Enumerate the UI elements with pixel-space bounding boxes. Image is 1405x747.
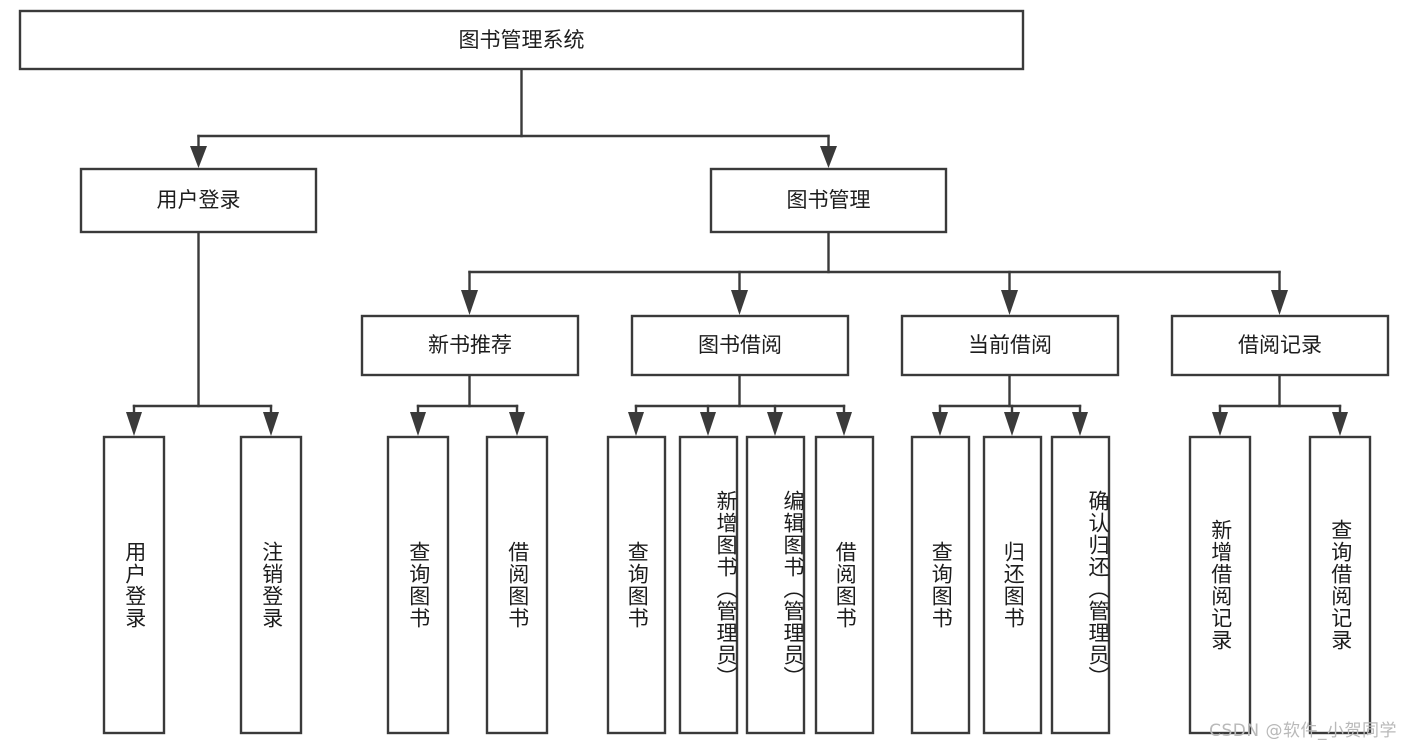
leaf-edit-book-rect[interactable] <box>745 435 806 735</box>
arrow-head-leaf-user-login <box>126 412 142 436</box>
node-new-book-recommend[interactable]: 新书推荐 <box>360 314 580 377</box>
arrow-head-leaf-add-record <box>1212 412 1228 436</box>
connector-group-borrow-record-to-leaves <box>1212 373 1348 436</box>
leaf-query-book-2-rect[interactable] <box>606 435 667 735</box>
arrow-head-borrow-record <box>1271 290 1288 315</box>
arrow-head-book-manage <box>820 146 837 168</box>
arrow-head-current-borrow <box>1001 290 1018 315</box>
leaf-borrow-book-2-rect[interactable] <box>814 435 875 735</box>
arrow-head-new-book-recommend <box>461 290 478 315</box>
node-new-book-recommend-rect[interactable] <box>360 314 580 377</box>
connector-group-book-borrow-to-leaves <box>628 373 852 436</box>
node-current-borrow[interactable]: 当前借阅 <box>900 314 1120 377</box>
node-book-manage-label: 图书管理 <box>787 188 871 212</box>
node-new-book-recommend-label: 新书推荐 <box>428 333 512 357</box>
leaf-query-book-3-rect[interactable] <box>910 435 971 735</box>
arrow-head-leaf-query-book-3 <box>932 412 948 436</box>
node-borrow-record-rect[interactable] <box>1170 314 1390 377</box>
arrow-head-leaf-confirm-return <box>1072 412 1088 436</box>
arrow-head-leaf-borrow-book-1 <box>509 412 525 436</box>
connector-group-current-borrow-to-leaves <box>932 373 1088 436</box>
node-current-borrow-label: 当前借阅 <box>968 333 1052 357</box>
leaf-query-book-1-rect[interactable] <box>386 435 450 735</box>
leaf-borrow-book-1-rect[interactable] <box>485 435 549 735</box>
node-current-borrow-rect[interactable] <box>900 314 1120 377</box>
leaf-add-book-rect[interactable] <box>678 435 739 735</box>
arrow-head-leaf-add-book <box>700 412 716 436</box>
node-book-manage-rect[interactable] <box>709 167 948 234</box>
leaf-boxes <box>102 435 1372 735</box>
node-user-login[interactable]: 用户登录 <box>79 167 318 234</box>
leaf-user-login-rect[interactable] <box>102 435 166 735</box>
arrow-head-user-login <box>190 146 207 168</box>
arrow-head-leaf-query-record <box>1332 412 1348 436</box>
arrow-head-leaf-borrow-book-2 <box>836 412 852 436</box>
arrow-head-leaf-return-book <box>1004 412 1020 436</box>
arrow-head-leaf-query-book-1 <box>410 412 426 436</box>
connector-group-root-to-level2 <box>190 67 837 168</box>
node-book-borrow-label: 图书借阅 <box>698 333 782 357</box>
node-user-login-label: 用户登录 <box>157 188 241 212</box>
leaf-confirm-return-rect[interactable] <box>1050 435 1111 735</box>
leaf-return-book-rect[interactable] <box>982 435 1043 735</box>
arrow-head-leaf-user-logout <box>263 412 279 436</box>
arrow-head-leaf-query-book-2 <box>628 412 644 436</box>
connector-group-book-manage-to-level3 <box>461 230 1288 315</box>
leaf-user-logout-rect[interactable] <box>239 435 303 735</box>
connector-group-user-login-to-leaves <box>126 230 279 436</box>
arrow-head-book-borrow <box>731 290 748 315</box>
node-borrow-record-label: 借阅记录 <box>1238 333 1322 357</box>
node-book-manage[interactable]: 图书管理 <box>709 167 948 234</box>
node-book-borrow-rect[interactable] <box>630 314 850 377</box>
csdn-watermark: CSDN @软件_小贺同学 <box>1209 721 1397 741</box>
leaf-add-record-rect[interactable] <box>1188 435 1252 735</box>
arrow-head-leaf-edit-book <box>767 412 783 436</box>
node-user-login-rect[interactable] <box>79 167 318 234</box>
leaf-query-record-rect[interactable] <box>1308 435 1372 735</box>
connector-group-new-book-to-leaves <box>410 373 525 436</box>
node-book-borrow[interactable]: 图书借阅 <box>630 314 850 377</box>
node-borrow-record[interactable]: 借阅记录 <box>1170 314 1390 377</box>
node-root[interactable]: 图书管理系统 <box>18 9 1025 71</box>
node-root-label: 图书管理系统 <box>459 28 585 52</box>
node-root-rect[interactable] <box>18 9 1025 71</box>
